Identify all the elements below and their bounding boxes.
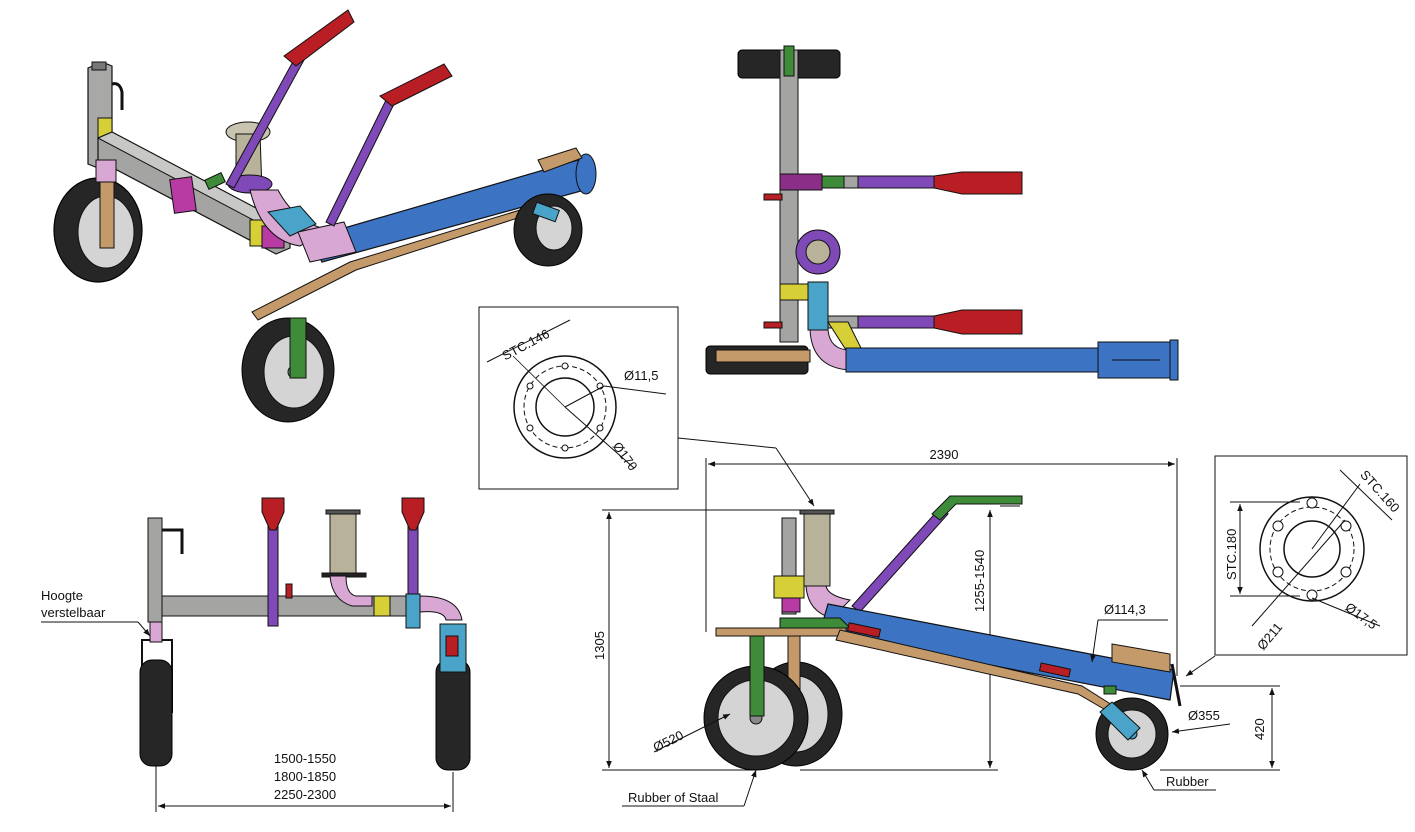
small-flange-holes	[526, 362, 604, 452]
front-post	[147, 517, 163, 623]
iso-pink-tube-end	[297, 221, 357, 263]
front-left-fork-top	[149, 621, 163, 643]
iso-tube-end-flange	[575, 153, 597, 195]
top-orange-fork	[715, 349, 811, 363]
large-flange-outer	[1259, 496, 1365, 602]
top-handle-1-magenta	[779, 173, 823, 191]
iso-right-grip	[379, 63, 453, 107]
top-handle-2-purple	[857, 315, 935, 329]
front-track-2: 1800-1850	[274, 769, 336, 784]
front-yellow-block	[373, 595, 391, 617]
side-red-tab-2	[1038, 662, 1072, 678]
side-rear-wheel-material: Rubber	[1166, 774, 1209, 789]
side-orange-plate	[715, 627, 847, 637]
side-rear-wheel-label: Ø355	[1188, 708, 1220, 723]
front-crank	[162, 528, 184, 554]
iso-post-cap	[91, 61, 107, 71]
iso-left-grip	[283, 9, 355, 67]
front-height-label-2: verstelbaar	[41, 605, 106, 620]
iso-left-fork-top	[95, 159, 117, 183]
side-red-tab-1	[846, 622, 882, 638]
front-upright-pipe	[329, 511, 357, 577]
side-handle-height-label: 1255-1540	[972, 550, 987, 612]
flange-detail-small: STC.146 Ø11,5 Ø170	[478, 306, 679, 490]
side-view: 2390 1305 1255-1540 Ø11	[592, 437, 1280, 807]
front-right-fork-red	[445, 635, 459, 657]
side-height-label: 1305	[592, 631, 607, 660]
top-view	[705, 45, 1179, 381]
side-length-label: 2390	[930, 447, 959, 462]
top-red-tab-1	[763, 193, 783, 201]
iso-left-wheel-fork	[99, 177, 115, 249]
side-handle	[851, 507, 949, 613]
front-right-pink-elbow	[419, 595, 463, 621]
front-left-grip	[261, 497, 285, 531]
top-handle-1-green	[821, 175, 845, 189]
side-upright-pipe	[803, 511, 831, 587]
large-flange-inner	[1283, 520, 1341, 578]
top-handle-2-grip	[933, 309, 1023, 335]
flange-detail-large: STC.160 STC.180 Ø211 Ø17,5	[1214, 455, 1408, 656]
top-post-green	[783, 45, 795, 77]
side-tube-diameter-label: Ø114,3	[1104, 602, 1146, 617]
side-orange-tab	[1111, 643, 1171, 673]
small-flange-hole-label: Ø11,5	[624, 368, 658, 383]
isometric-view	[53, 9, 597, 423]
top-tube-end-flange	[1169, 339, 1179, 381]
top-handle-1-grip	[933, 171, 1023, 195]
side-magenta-block	[781, 597, 801, 613]
iso-magenta-clamp	[169, 176, 197, 214]
front-pipe-flange-top	[325, 509, 361, 515]
side-rear-fork	[1099, 701, 1141, 741]
side-main-wheel-label: Ø520	[651, 727, 686, 754]
side-rear-height-label: 420	[1252, 718, 1267, 740]
side-green-plate	[779, 617, 852, 629]
top-blue-tube	[845, 347, 1099, 373]
front-view: Hoogte verstelbaar 1500-1550 1800-1850 2…	[41, 497, 471, 812]
iso-orange-tab	[537, 147, 583, 173]
top-red-tab-2	[763, 321, 783, 329]
front-left-wheel	[139, 659, 173, 767]
large-flange-pitch-alt-label: STC.180	[1224, 529, 1239, 580]
large-flange-holes	[1272, 497, 1352, 601]
iso-right-handle	[325, 95, 397, 227]
side-main-wheel-material: Rubber of Staal	[628, 790, 718, 805]
iso-left-handle	[225, 55, 305, 189]
front-height-label-1: Hoogte	[41, 588, 83, 603]
top-flange-inner	[805, 239, 831, 265]
front-small-red-tab	[285, 583, 293, 599]
side-handle-grip	[931, 495, 1023, 521]
side-yellow-block	[773, 575, 805, 599]
front-right-wheel	[435, 659, 471, 771]
front-pink-elbow	[329, 575, 373, 607]
iso-rear-wheel-fork	[532, 201, 560, 223]
front-track-3: 2250-2300	[274, 787, 336, 802]
iso-green-link	[204, 172, 226, 190]
front-track-1: 1500-1550	[274, 751, 336, 766]
front-cyan-block	[405, 593, 421, 629]
small-flange-outer	[513, 355, 617, 459]
detail-frame-right	[1214, 455, 1408, 656]
top-cyan-block	[807, 281, 829, 331]
iso-cyan-junction	[267, 205, 317, 237]
detail-frame-left	[478, 306, 679, 490]
side-pipe-flange	[799, 509, 835, 515]
top-handle-1-purple	[857, 175, 935, 189]
iso-crank-handle	[111, 82, 124, 110]
iso-front-wheel-fork	[289, 317, 307, 379]
front-right-grip	[401, 497, 425, 531]
small-flange-inner	[535, 377, 595, 437]
side-rear-green-tab	[1103, 685, 1117, 695]
top-yellow-block	[779, 283, 811, 301]
side-front-fork	[749, 635, 765, 717]
